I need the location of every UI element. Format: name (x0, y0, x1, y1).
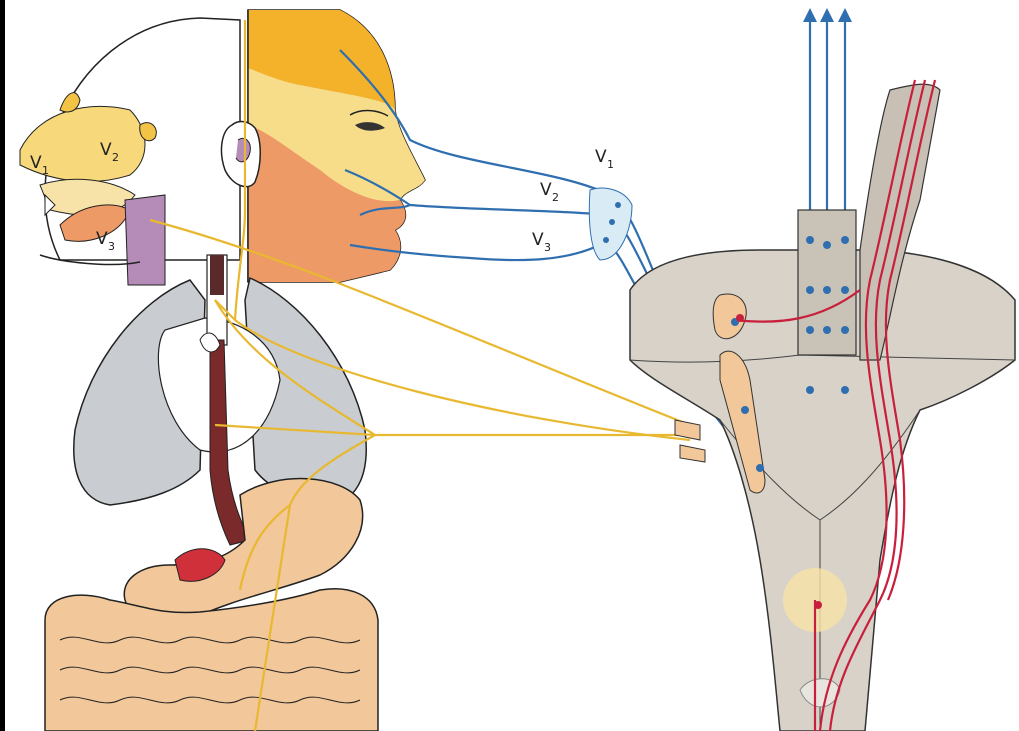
head-label-v1-sub: 1 (42, 164, 49, 177)
head-label-v3-sub: 3 (108, 240, 115, 253)
head-label-v2: V (100, 140, 112, 160)
ascending-arrowheads (803, 8, 852, 22)
head-label-v2-sub: 2 (112, 151, 119, 164)
intestines (45, 589, 378, 731)
head-label-v1: V (30, 153, 42, 173)
ganglion-label-v3: V (532, 230, 544, 250)
ganglion-label-v3-sub: 3 (544, 241, 551, 254)
pharynx-mucosa (125, 195, 165, 285)
ganglion-label-v1-sub: 1 (607, 158, 614, 171)
ganglion-label-v2-sub: 2 (552, 191, 559, 204)
ganglion-label-v2: V (540, 180, 552, 200)
head-label-v3: V (96, 229, 108, 249)
ganglion-label-v1: V (595, 147, 607, 167)
